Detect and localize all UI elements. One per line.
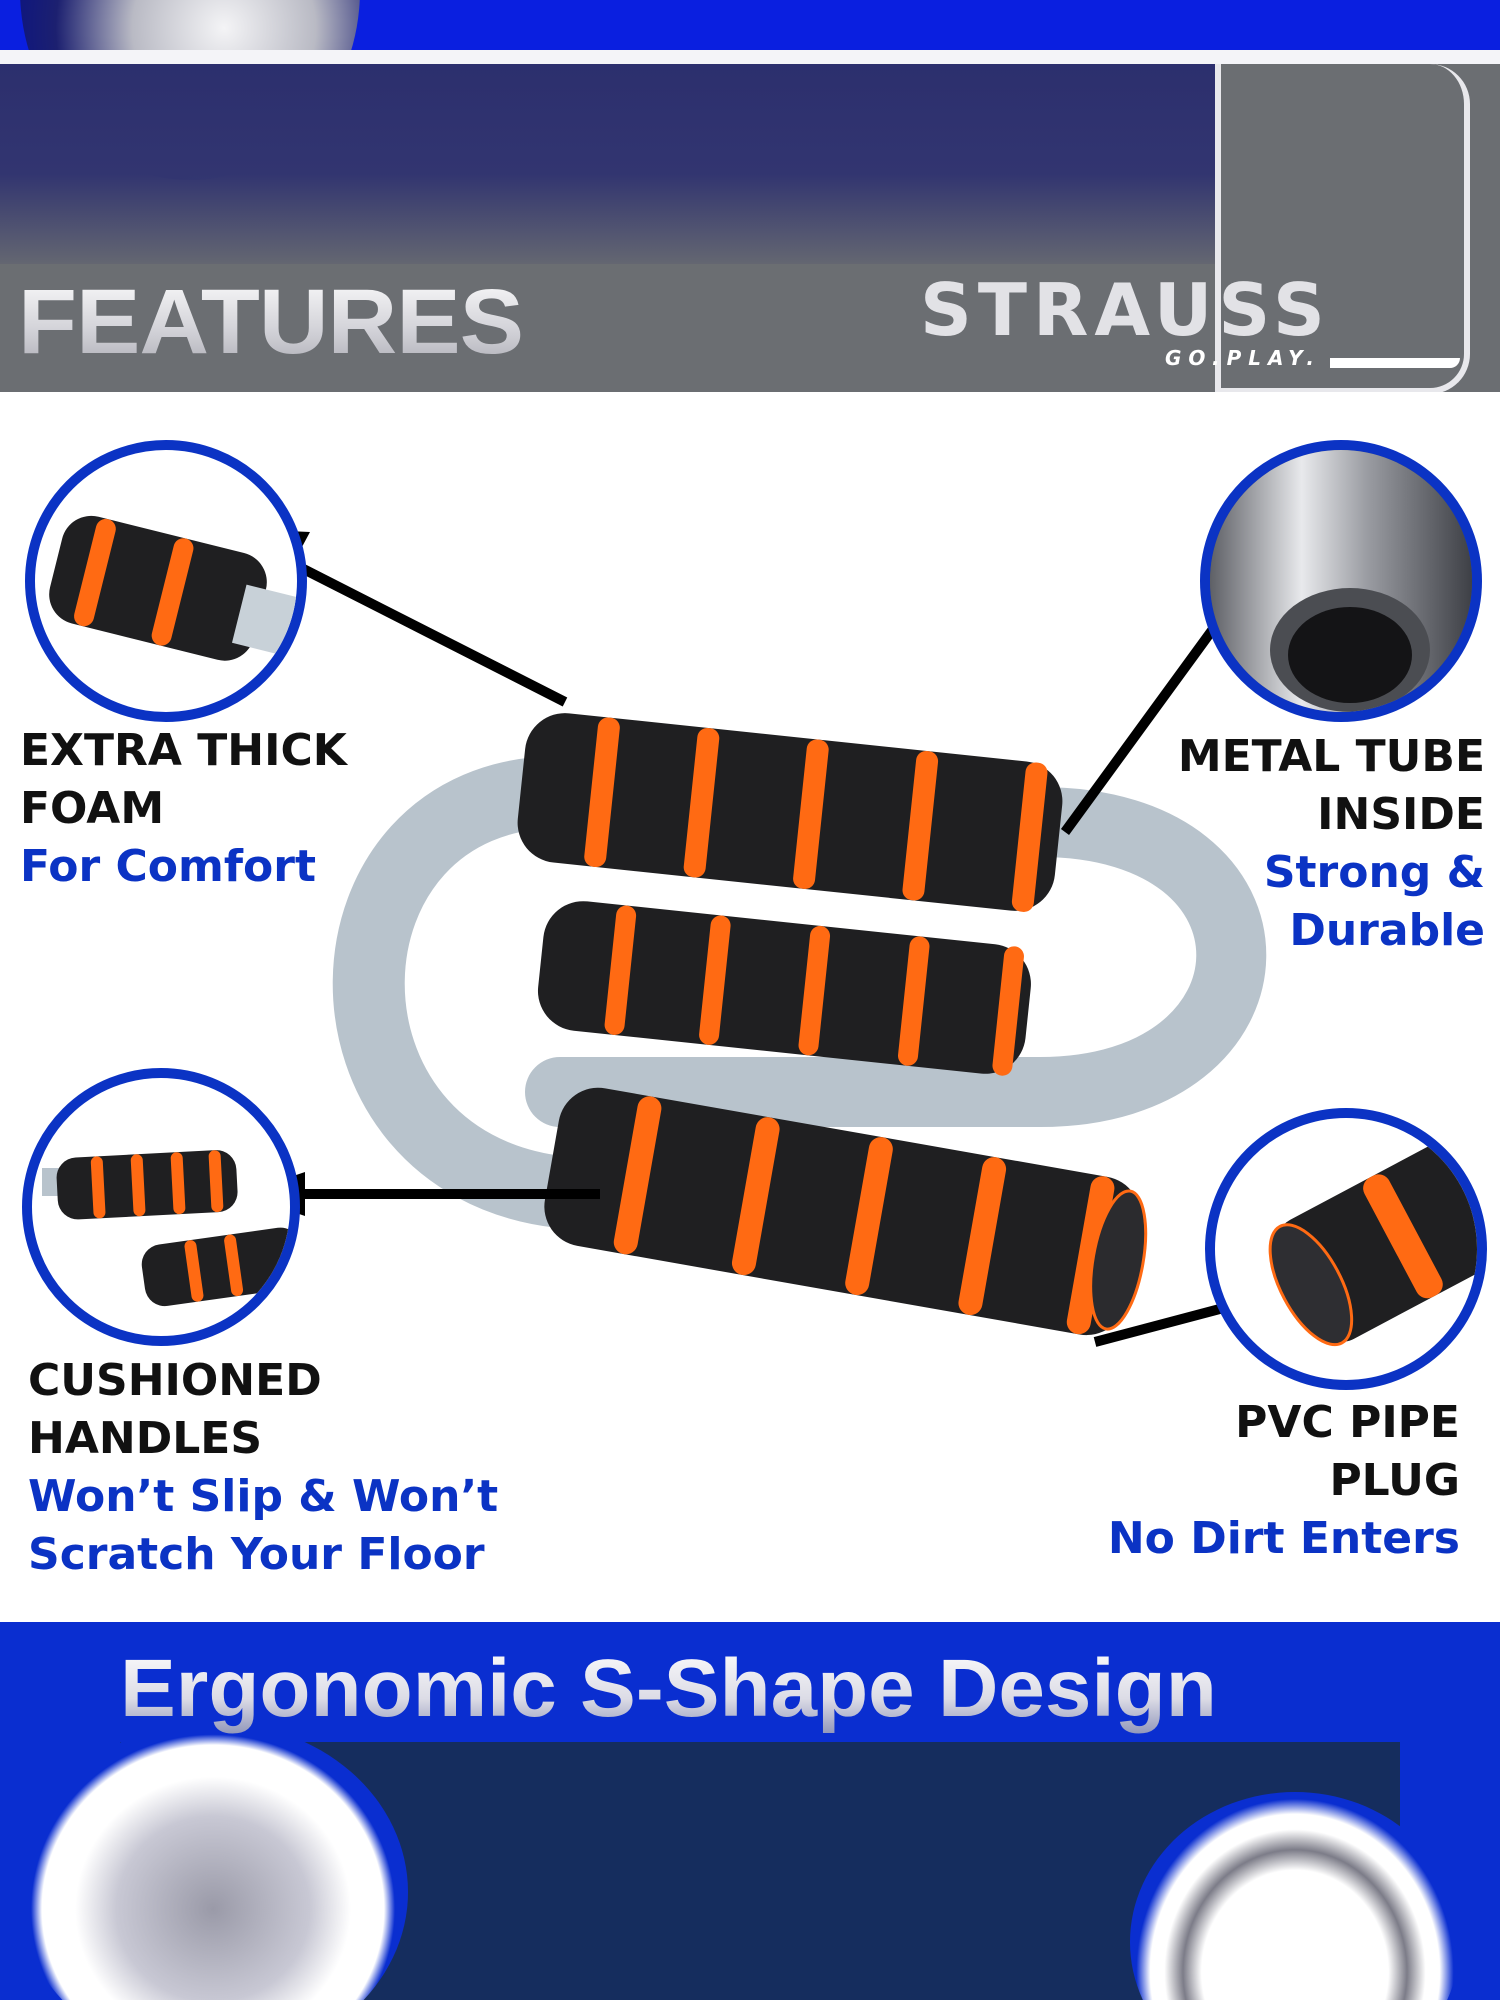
header-white-stripe [0,50,1500,64]
feature-subtitle-line: Scratch Your Floor [28,1529,485,1580]
feature-subtitle-line: Durable [1289,905,1485,956]
feature-subtitle-line: For Comfort [20,841,316,892]
feature-title-line: PLUG [1329,1455,1460,1506]
left-ring-decoration-icon [18,1722,408,2000]
feature-title-line: EXTRA THICK [20,725,347,776]
feature-cushioned-handles: CUSHIONED HANDLES Won’t Slip & Won’t Scr… [28,1352,498,1584]
footer-slogan: Ergonomic S-Shape Design [120,1643,1217,1734]
feature-title-line: PVC PIPE [1235,1397,1460,1448]
brand-logo: STRAUSS [920,268,1331,352]
header-navy-block [0,64,1220,264]
header-banner: FEATURES STRAUSS GO.PLAY. [0,0,1500,392]
pvc-plug-closeup-icon [1205,1108,1487,1390]
feature-metal-tube: METAL TUBE INSIDE Strong & Durable [1100,728,1485,960]
metal-tube-closeup-icon [1200,440,1482,722]
feature-subtitle-line: Won’t Slip & Won’t [28,1471,499,1522]
feature-foam: EXTRA THICK FOAM For Comfort [20,722,347,896]
feature-pvc-plug: PVC PIPE PLUG No Dirt Enters [1050,1394,1460,1568]
feature-title-line: FOAM [20,783,165,834]
cushioned-handles-closeup-icon [22,1068,300,1346]
feature-title-line: HANDLES [28,1413,263,1464]
feature-title-line: METAL TUBE [1177,731,1485,782]
feature-subtitle-line: No Dirt Enters [1107,1513,1460,1564]
feature-subtitle-line: Strong & [1263,847,1485,898]
logo-bracket-icon [1215,64,1470,392]
feature-title-line: INSIDE [1317,789,1485,840]
feature-title-line: CUSHIONED [28,1355,322,1406]
tagline-swoosh-icon [1330,358,1460,368]
s-shape-pushup-bar-icon [222,528,1325,1347]
page-title: FEATURES [18,271,524,373]
brand-tagline: GO.PLAY. [1165,346,1321,370]
footer-banner: Ergonomic S-Shape Design [0,1622,1500,2000]
foam-grip-closeup-icon [25,440,307,722]
